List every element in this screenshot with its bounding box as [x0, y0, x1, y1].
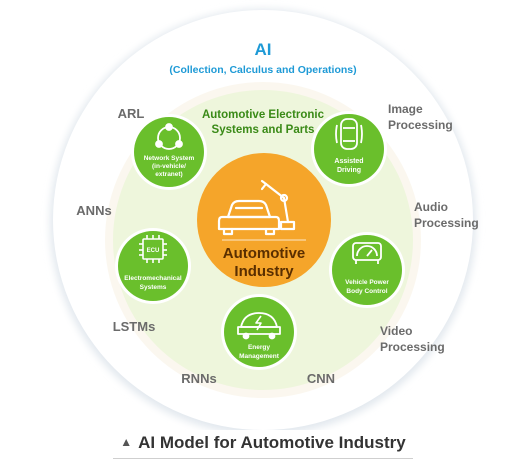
caption-text: AI Model for Automotive Industry	[138, 433, 406, 452]
electric-car-icon	[237, 312, 281, 340]
method-video-processing-line1: Video	[380, 324, 412, 338]
car-robot-arm-icon	[217, 179, 296, 236]
method-video-processing-line2: Processing	[380, 340, 445, 354]
method-anns: ANNs	[76, 203, 111, 218]
electromech-label-line1: Electromechanical	[124, 275, 182, 282]
ring-title-line2: Systems and Parts	[212, 124, 315, 136]
network-label-line1: Network System	[144, 155, 195, 162]
ecu-chip-label: ECU	[147, 248, 160, 254]
vehicle-power-node	[332, 235, 402, 305]
figure-caption: ▲ AI Model for Automotive Industry	[0, 433, 526, 453]
assisted-label-line1: Assisted	[334, 158, 363, 165]
ring-title-line1: Automotive Electronic	[202, 109, 325, 121]
energy-node	[224, 297, 294, 367]
method-lstms: LSTMs	[113, 319, 156, 334]
network-label-line2: (in-vehicle/	[152, 163, 186, 170]
caption-underline	[113, 458, 413, 459]
ai-subtitle: (Collection, Calculus and Operations)	[169, 64, 356, 76]
method-image-processing-line2: Processing	[388, 118, 453, 132]
network-icon	[155, 123, 183, 150]
method-audio-processing-line1: Audio	[414, 200, 448, 214]
method-cnn: CNN	[307, 371, 335, 386]
ecu-chip-icon	[139, 235, 167, 263]
vehicle-gauge-icon	[352, 242, 382, 264]
method-rnns: RNNs	[181, 371, 216, 386]
energy-label-line2: Management	[239, 353, 280, 360]
network-label-line3: extranet)	[155, 171, 182, 178]
method-image-processing-line1: Image	[388, 102, 423, 116]
ai-automotive-diagram: AI (Collection, Calculus and Operations)…	[50, 9, 479, 430]
assisted-label-line2: Driving	[337, 167, 361, 174]
vehicle-power-label-line1: Vehicle Power	[345, 279, 389, 286]
center-label-line1: Automotive	[223, 245, 306, 262]
car-top-view-icon	[335, 118, 363, 150]
electromech-label-line2: Systems	[140, 284, 167, 291]
electromech-node	[118, 231, 188, 301]
caption-triangle-icon: ▲	[120, 435, 133, 449]
method-arl: ARL	[118, 106, 145, 121]
vehicle-power-label-line2: Body Control	[346, 288, 387, 295]
method-audio-processing-line2: Processing	[414, 216, 479, 230]
energy-label-line1: Energy	[248, 344, 270, 351]
network-node	[134, 117, 204, 187]
ai-title: AI	[255, 40, 272, 59]
center-label-line2: Industry	[234, 263, 294, 280]
center-circle	[197, 153, 331, 287]
